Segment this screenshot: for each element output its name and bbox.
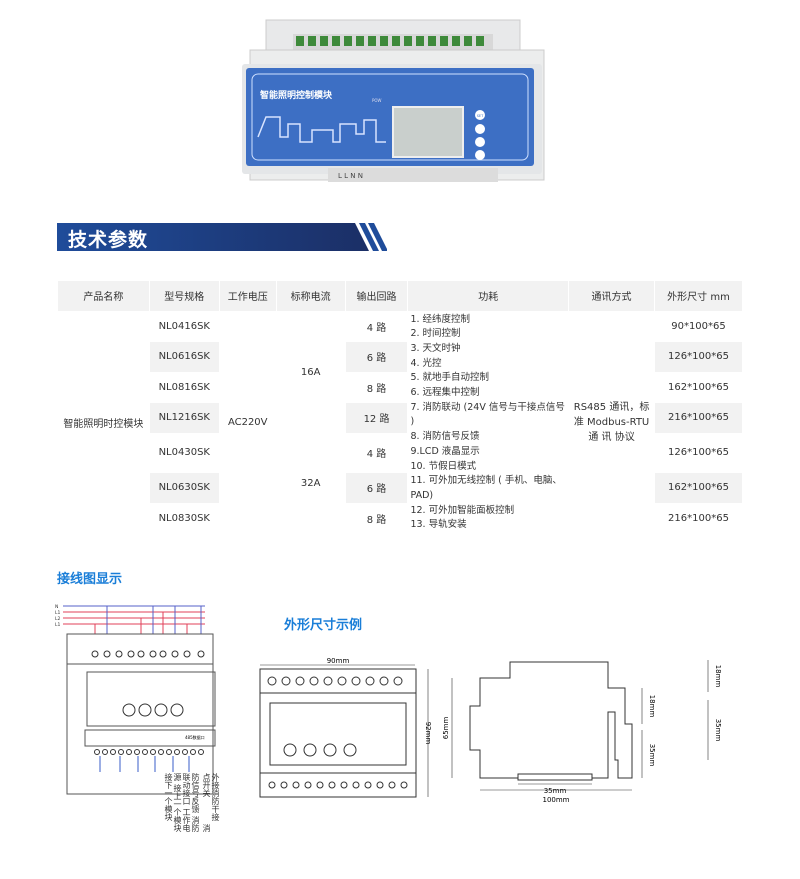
header-cell: 外形尺寸 mm <box>654 280 743 312</box>
model-cell: NL0430SK <box>148 432 220 474</box>
dim-body-height: 65mm <box>442 717 450 740</box>
panel-title: 智能照明控制模块 <box>260 89 333 101</box>
model-cell: NL1216SK <box>148 402 220 434</box>
outputs-cell: 8 路 <box>344 502 409 535</box>
function-item: 6. 远程集中控制 <box>410 387 480 399</box>
size-cell: 126*100*65 <box>654 432 743 474</box>
size-cell: 162*100*65 <box>654 371 743 403</box>
dim-rail-height: 35mm <box>648 744 656 767</box>
section-title-dimensions: 外形尺寸示例 <box>284 618 363 633</box>
header-cell: 标称电流 <box>275 280 346 312</box>
svg-text:L2: L2 <box>55 616 61 622</box>
table-row: NL0830SK 8 路 216*100*65 <box>58 502 743 535</box>
size-cell: 216*100*65 <box>654 402 743 434</box>
current-cell: 32A <box>275 432 346 535</box>
svg-text:L1: L1 <box>55 622 61 628</box>
svg-text:N: N <box>55 604 58 610</box>
section-title-wiring: 接线图显示 <box>57 572 123 587</box>
dim-step-top: 18mm <box>714 665 722 688</box>
model-cell: NL0416SK <box>148 310 220 342</box>
svg-text:L1: L1 <box>55 610 61 616</box>
table-row: 智能照明时控模块 NL0416SK AC220V 16A 4 路 1. 经纬度控… <box>57 310 743 535</box>
wiring-labels: 外接消防干接点开关 消防信号反馈 消防联动接口 工作电源 接上一个模块 接下一个… <box>90 773 220 833</box>
functions-cell: 1. 经纬度控制 2. 时间控制 3. 天文时钟 4. 光控 5. 就地手自动控… <box>407 310 570 535</box>
table-row: NL0430SK 32A 4 路 126*100*65 <box>58 432 743 535</box>
outputs-cell: 6 路 <box>344 472 409 504</box>
product-photo: 智能照明控制模块 POW SET L L N N <box>242 19 545 182</box>
terminal-labels: L L N N <box>338 172 363 180</box>
table-row: NL0816SK 8 路 162*100*65 <box>58 371 743 403</box>
header-cell: 通讯方式 <box>568 280 655 312</box>
header-cell: 工作电压 <box>218 280 277 312</box>
dim-depth: 100mm <box>543 796 570 804</box>
function-item: 7. 消防联动 (24V 信号与干接点信号 ) <box>410 401 565 428</box>
label-fire-linkage: 消防联动接口 <box>182 773 200 832</box>
outputs-cell: 8 路 <box>344 371 409 403</box>
model-cell: NL0616SK <box>148 341 220 373</box>
label-fire-feedback: 消防信号反馈 <box>191 773 211 832</box>
header-cell: 产品名称 <box>57 280 150 312</box>
size-cell: 90*100*65 <box>654 310 743 342</box>
function-item: 9.LCD 液晶显示 <box>410 445 480 457</box>
function-item: 13. 导轨安装 <box>410 519 467 531</box>
dim-height: 92mm <box>424 722 432 745</box>
function-item: 3. 天文时钟 <box>410 342 461 354</box>
table-row: NL1216SK 12 路 216*100*65 <box>58 402 743 434</box>
voltage-cell: AC220V <box>218 310 277 535</box>
dim-step-mid: 18mm <box>648 695 656 718</box>
current-cell: 16A <box>275 310 346 434</box>
label-power: 工作电源 <box>173 773 191 832</box>
model-cell: NL0816SK <box>148 371 220 403</box>
function-item: 1. 经纬度控制 <box>410 313 471 325</box>
size-cell: 162*100*65 <box>654 472 743 504</box>
table-header: 产品名称 型号规格 工作电压 标称电流 输出回路 功耗 通讯方式 外形尺寸 mm <box>57 280 743 312</box>
function-item: 5. 就地手自动控制 <box>410 372 490 384</box>
outputs-cell: 6 路 <box>344 341 409 373</box>
function-item: 2. 时间控制 <box>410 328 461 340</box>
product-name-cell: 智能照明时控模块 <box>57 310 150 535</box>
svg-text:SET: SET <box>477 114 484 118</box>
port-label: 485数据口 <box>185 734 205 740</box>
spec-table: 产品名称 型号规格 工作电压 标称电流 输出回路 功耗 通讯方式 外形尺寸 mm… <box>57 280 743 535</box>
section-title-tech: 技术参数 <box>68 229 149 251</box>
front-dimension-drawing: 90mm 92mm <box>259 657 432 798</box>
outputs-cell: 4 路 <box>344 310 409 342</box>
model-cell: NL0630SK <box>148 472 220 504</box>
label-prev-module: 接上一个模块 <box>173 783 182 832</box>
panel-buttons[interactable]: SET <box>475 110 485 160</box>
label-fire-contact: 外接消防干接点开关 <box>202 773 220 821</box>
outputs-cell: 4 路 <box>344 432 409 474</box>
outputs-cell: 12 路 <box>344 402 409 434</box>
dim-rail-height-right: 35mm <box>714 719 722 742</box>
header-cell: 型号规格 <box>148 280 220 312</box>
function-item: 10. 节假日模式 <box>410 460 477 472</box>
side-dimension-drawing: 65mm 100mm 35mm 18mm 35mm 18mm 35mm <box>442 660 722 804</box>
section-banner <box>57 223 387 251</box>
header-cell: 功耗 <box>407 280 570 312</box>
function-item: 4. 光控 <box>410 357 442 369</box>
terminal-block-top <box>293 34 493 50</box>
header-cell: 输出回路 <box>344 280 409 312</box>
comm-cell: RS485 通讯，标准 Modbus-RTU 通 讯 协议 <box>568 310 655 535</box>
dim-width: 90mm <box>327 657 350 665</box>
dim-rail-width: 35mm <box>544 787 567 795</box>
front-panel <box>246 68 534 166</box>
model-cell: NL0830SK <box>148 502 220 535</box>
size-cell: 216*100*65 <box>654 502 743 535</box>
function-item: 8. 消防信号反馈 <box>410 431 480 443</box>
function-item: 12. 可外加智能面板控制 <box>410 504 515 516</box>
function-item: 11. 可外加无线控制 ( 手机、电脑、PAD) <box>410 475 562 501</box>
pow-label: POW <box>372 98 382 103</box>
size-cell: 126*100*65 <box>654 341 743 373</box>
label-next-module: 接下一个模块 <box>164 773 173 821</box>
lcd-display <box>392 106 464 158</box>
